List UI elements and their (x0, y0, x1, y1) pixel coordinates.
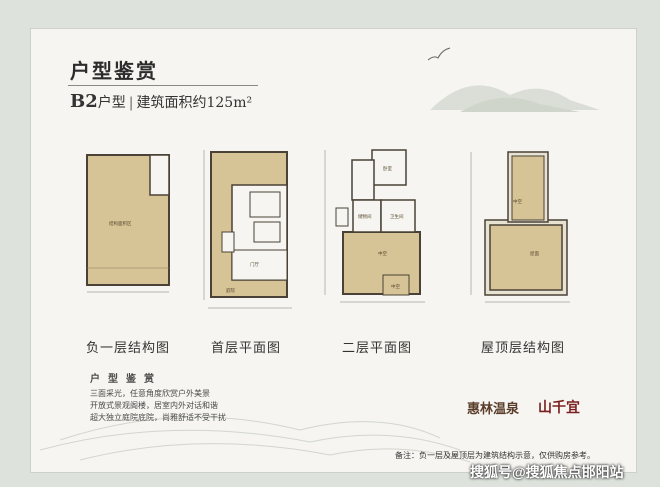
room-label-roof-void: 中空 (513, 198, 522, 205)
room-label-basement: 结构面积区 (109, 220, 132, 227)
room-label-void-1: 中空 (378, 250, 387, 257)
page-title: 户型鉴赏 (70, 59, 158, 83)
footnote: 备注：负一层及屋顶层为建筑结构示意，仅供购房参考。 (395, 451, 595, 460)
mountain-illustration (430, 85, 600, 112)
bird-icon (427, 47, 451, 61)
room-label-bedroom: 卧室 (383, 165, 392, 172)
title-divider (68, 85, 258, 86)
area-label: 建筑面积约125m² (136, 95, 253, 111)
plan-label-ground-floor: 首层平面图 (210, 341, 281, 356)
plan-second-floor: 卧室 储物间 卫生间 中空 中空 (324, 149, 425, 303)
room-label-hall: 门厅 (250, 261, 259, 268)
subtitle-divider: | (128, 95, 134, 111)
hills-illustration (39, 416, 471, 463)
unit-subtitle: B2户型|建筑面积约125m² (70, 91, 252, 112)
plan-ground-floor: 门厅 庭院 (203, 150, 292, 309)
note-item: 超大独立庭院底院，尚雅舒适不受干扰 (90, 413, 226, 422)
plan-basement: 结构面积区 (86, 154, 170, 293)
notes-heading: 户型鉴赏 (90, 374, 162, 385)
unit-code: B2 (70, 91, 98, 112)
note-item: 三面采光，任意角度欣赏户外美景 (90, 389, 210, 398)
room-label-roof-surface: 屋面 (530, 251, 539, 257)
room-label-bathroom: 卫生间 (390, 213, 404, 220)
features-notes: 户型鉴赏 三面采光，任意角度欣赏户外美景 开放式景观阁楼，居室内外对话和谐 超大… (90, 374, 226, 424)
room-label-courtyard: 庭院 (226, 287, 235, 294)
plan-label-roof: 屋顶层结构图 (480, 341, 565, 356)
room-label-storage: 储物间 (358, 213, 372, 220)
note-item: 开放式景观阁楼，居室内外对话和谐 (90, 401, 218, 410)
plan-label-basement: 负一层结构图 (85, 341, 170, 356)
plan-label-second-floor: 二层平面图 (341, 341, 412, 356)
brand-logo-huilin: 惠林温泉 (467, 402, 520, 417)
watermark: 搜狐号@搜狐焦点邯阳站 (470, 464, 624, 480)
unit-suffix: 户型 (97, 95, 126, 111)
room-label-void-2: 中空 (391, 283, 400, 290)
brand-logo-shanqianyi: 山千宜 (538, 400, 580, 416)
plan-roof: 中空 屋面 (470, 151, 570, 303)
